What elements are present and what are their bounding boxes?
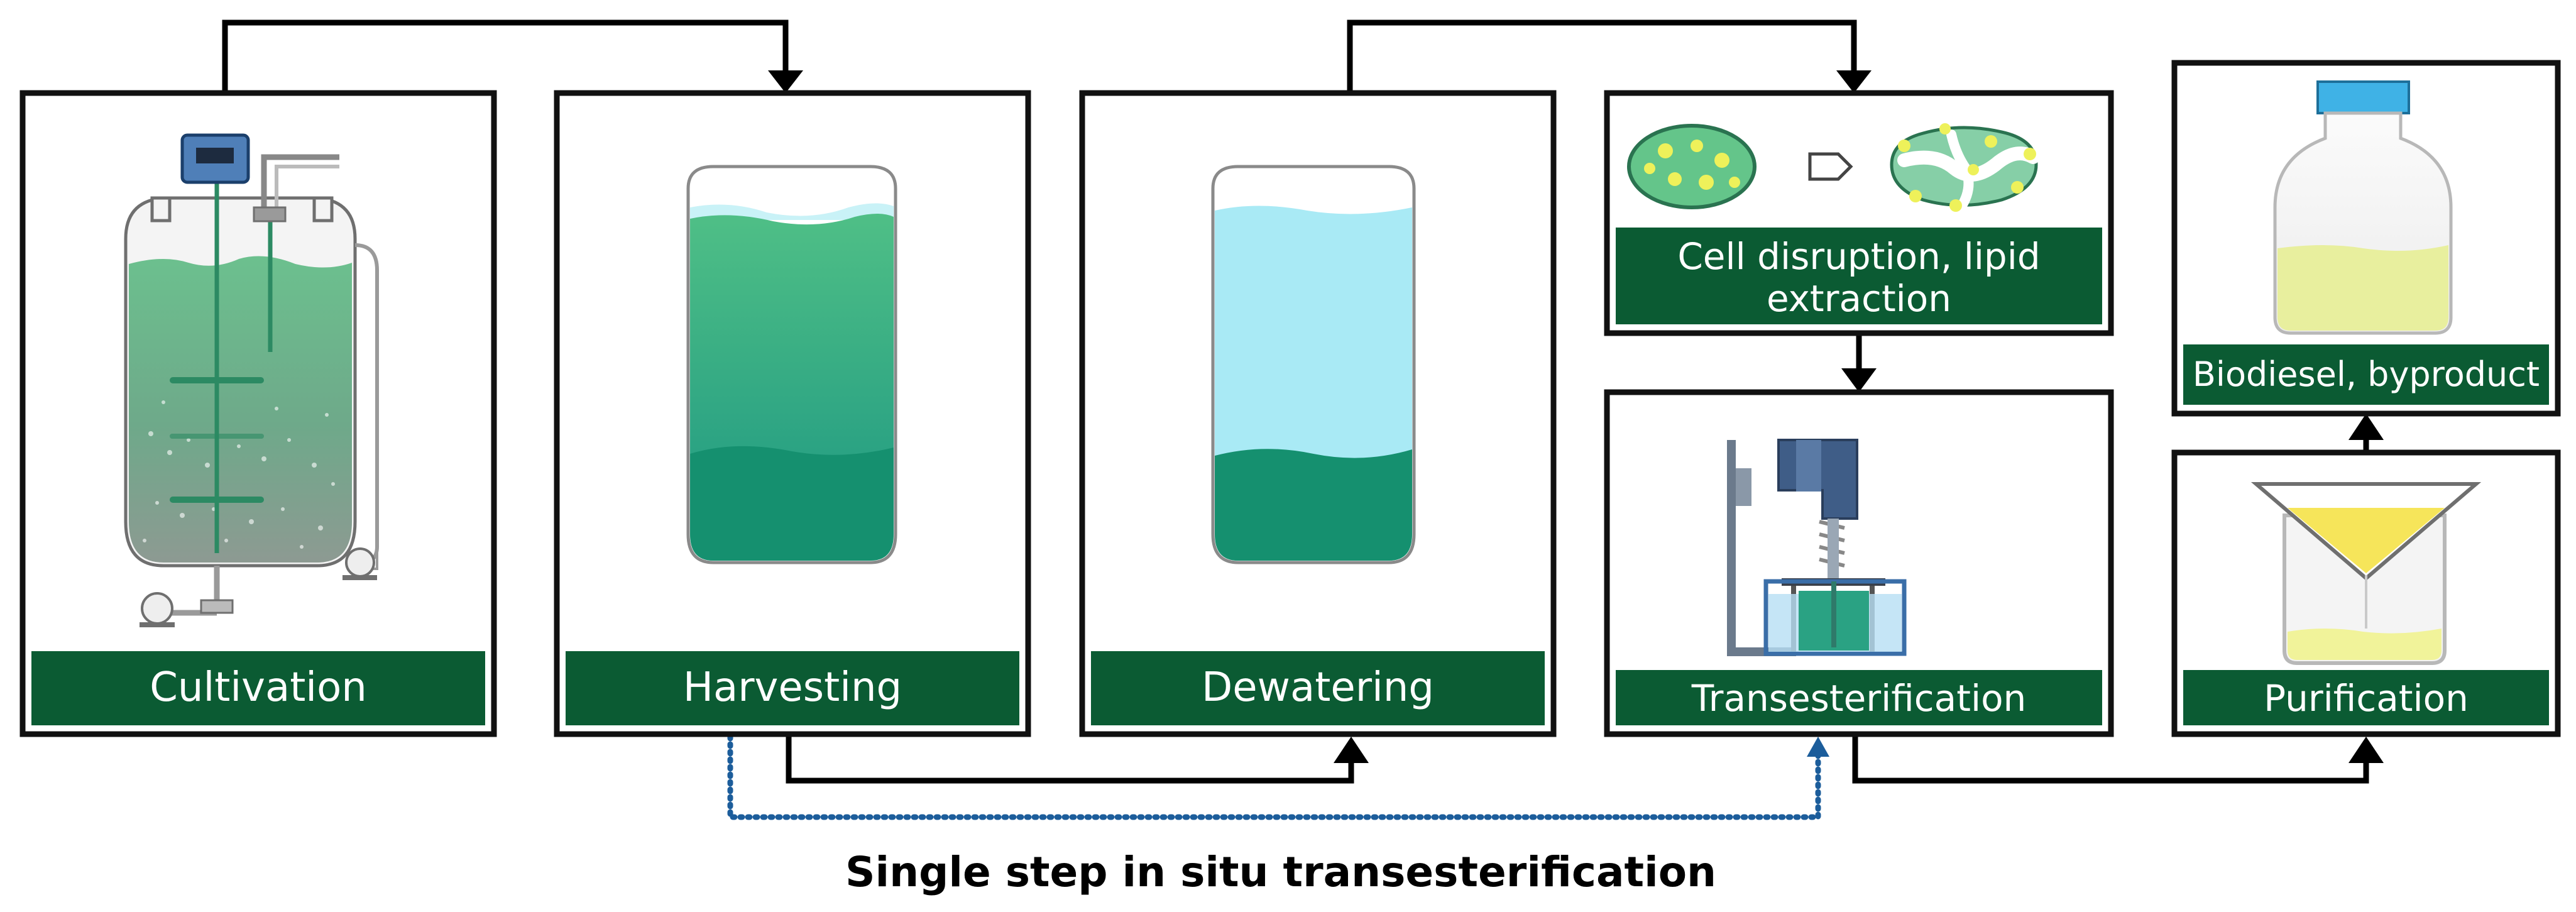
step-cultivation: Cultivation <box>19 90 497 737</box>
bottle-cap-icon <box>2316 80 2410 114</box>
arrow-harvesting-to-dewatering <box>786 734 1354 784</box>
transesterification-label: Transesterification <box>1691 677 2027 720</box>
cultivation-label: Cultivation <box>150 664 367 711</box>
bottle-illustration <box>2273 80 2453 335</box>
disrupted-cell-icon <box>1890 123 2040 212</box>
dotted-in-situ-path <box>727 733 1821 820</box>
arrowhead-biodiesel <box>2349 414 2384 440</box>
bioreactor-illustration <box>124 133 379 627</box>
purification-label-bg <box>2183 670 2549 725</box>
arrowhead-dewatering <box>1334 737 1369 763</box>
biodiesel-label: Biodiesel, byproduct <box>2193 354 2540 394</box>
harvesting-label: Harvesting <box>683 664 902 711</box>
biodiesel-label-bg <box>2183 344 2549 405</box>
flow-arrows <box>222 19 2369 784</box>
step-dewatering: Dewatering <box>1079 90 1557 737</box>
intact-cell-icon <box>1627 124 1757 209</box>
transesterification-label-bg <box>1616 670 2102 725</box>
arrow-heads <box>768 70 2384 763</box>
cell-disruption-label-bg <box>1616 228 2102 324</box>
arrow-transesterification-to-purification <box>1852 734 2369 784</box>
step-purification: Purification <box>2171 449 2561 737</box>
step-harvesting: Harvesting <box>554 90 1031 737</box>
transform-arrow-icon <box>1808 152 1853 181</box>
harvesting-label-bg <box>566 651 1019 725</box>
funnel-beaker-illustration <box>2250 482 2482 665</box>
cultivation-label-bg <box>31 651 485 725</box>
harvest-vessel-illustration <box>686 165 897 564</box>
arrowhead-purification <box>2349 737 2384 763</box>
step-biodiesel: Biodiesel, byproduct <box>2171 60 2561 417</box>
purification-label: Purification <box>2264 677 2469 720</box>
arrowhead-disruption <box>1836 70 1872 93</box>
dewatering-label: Dewatering <box>1202 664 1434 711</box>
cell-disruption-label-line2: extraction <box>1767 277 1951 320</box>
cell-disruption-label-line1: Cell disruption, lipid <box>1677 235 2040 278</box>
arrow-dewatering-to-disruption <box>1347 19 1857 93</box>
step-cell-disruption: Cell disruption, lipid extraction <box>1604 90 2114 336</box>
arrowhead-transesterification <box>1841 368 1877 392</box>
dewater-vessel-illustration <box>1211 165 1416 564</box>
mixer-illustration <box>1727 439 1907 656</box>
caption-in-situ: Single step in situ transesterification <box>845 848 1716 896</box>
step-transesterification: Transesterification <box>1604 389 2114 737</box>
pump-icon <box>345 547 375 578</box>
dotted-arrowhead <box>1807 737 1829 757</box>
dewatering-label-bg <box>1091 651 1545 725</box>
bottom-pump-icon <box>141 592 173 625</box>
arrow-cultivation-to-harvesting <box>222 19 789 93</box>
arrowhead-harvesting <box>768 70 803 93</box>
